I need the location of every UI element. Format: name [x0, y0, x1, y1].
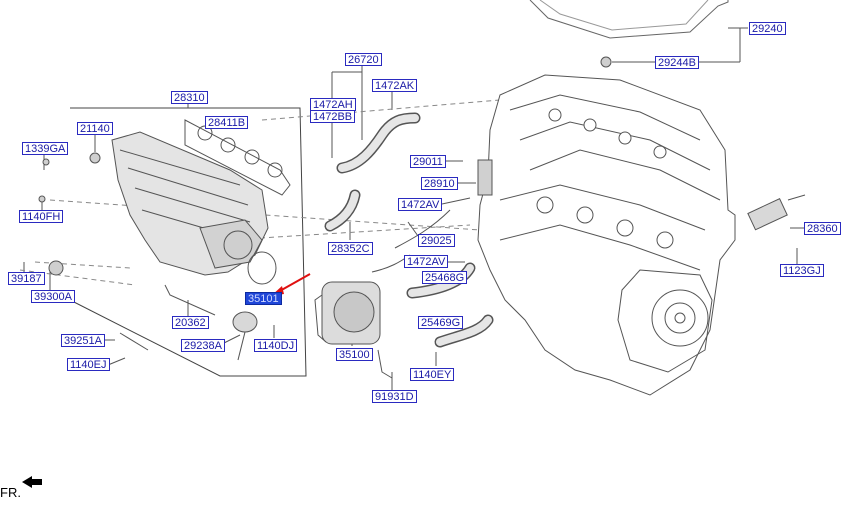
- part-label-1140ey[interactable]: 1140EY: [410, 368, 455, 381]
- part-label-1472av-upper[interactable]: 1472AV: [398, 198, 443, 211]
- part-label-28310[interactable]: 28310: [171, 91, 208, 104]
- part-label-1339ga[interactable]: 1339GA: [22, 142, 69, 155]
- part-label-39251a[interactable]: 39251A: [61, 334, 105, 347]
- part-label-29244b[interactable]: 29244B: [655, 56, 699, 69]
- part-label-28910[interactable]: 28910: [421, 177, 458, 190]
- part-label-1472bb[interactable]: 1472BB: [310, 110, 356, 123]
- part-label-26720[interactable]: 26720: [345, 53, 382, 66]
- part-label-35101[interactable]: 35101: [245, 292, 282, 305]
- part-label-29011[interactable]: 29011: [410, 155, 446, 168]
- part-label-1140ej[interactable]: 1140EJ: [67, 358, 110, 371]
- part-label-29025[interactable]: 29025: [418, 234, 455, 247]
- front-arrow-icon: [22, 476, 42, 488]
- part-label-20362[interactable]: 20362: [172, 316, 209, 329]
- part-label-25468g[interactable]: 25468G: [422, 271, 468, 284]
- part-label-29238a[interactable]: 29238A: [181, 339, 225, 352]
- part-label-35100[interactable]: 35100: [336, 348, 373, 361]
- part-label-28411b[interactable]: 28411B: [205, 116, 249, 129]
- part-label-1140dj[interactable]: 1140DJ: [254, 339, 298, 352]
- part-label-91931d[interactable]: 91931D: [372, 390, 417, 403]
- part-label-28352c[interactable]: 28352C: [328, 242, 373, 255]
- part-label-29240[interactable]: 29240: [749, 22, 786, 35]
- part-label-25469g[interactable]: 25469G: [418, 316, 464, 329]
- part-label-1472ak[interactable]: 1472AK: [372, 79, 418, 92]
- part-label-1472av-lower[interactable]: 1472AV: [404, 255, 449, 268]
- part-label-21140[interactable]: 21140: [77, 122, 113, 135]
- part-label-1140fh[interactable]: 1140FH: [19, 210, 64, 223]
- front-indicator-label: FR.: [0, 485, 21, 500]
- part-label-1123gj[interactable]: 1123GJ: [780, 264, 824, 277]
- part-label-28360[interactable]: 28360: [804, 222, 841, 235]
- part-label-39187[interactable]: 39187: [8, 272, 45, 285]
- part-label-39300a[interactable]: 39300A: [31, 290, 75, 303]
